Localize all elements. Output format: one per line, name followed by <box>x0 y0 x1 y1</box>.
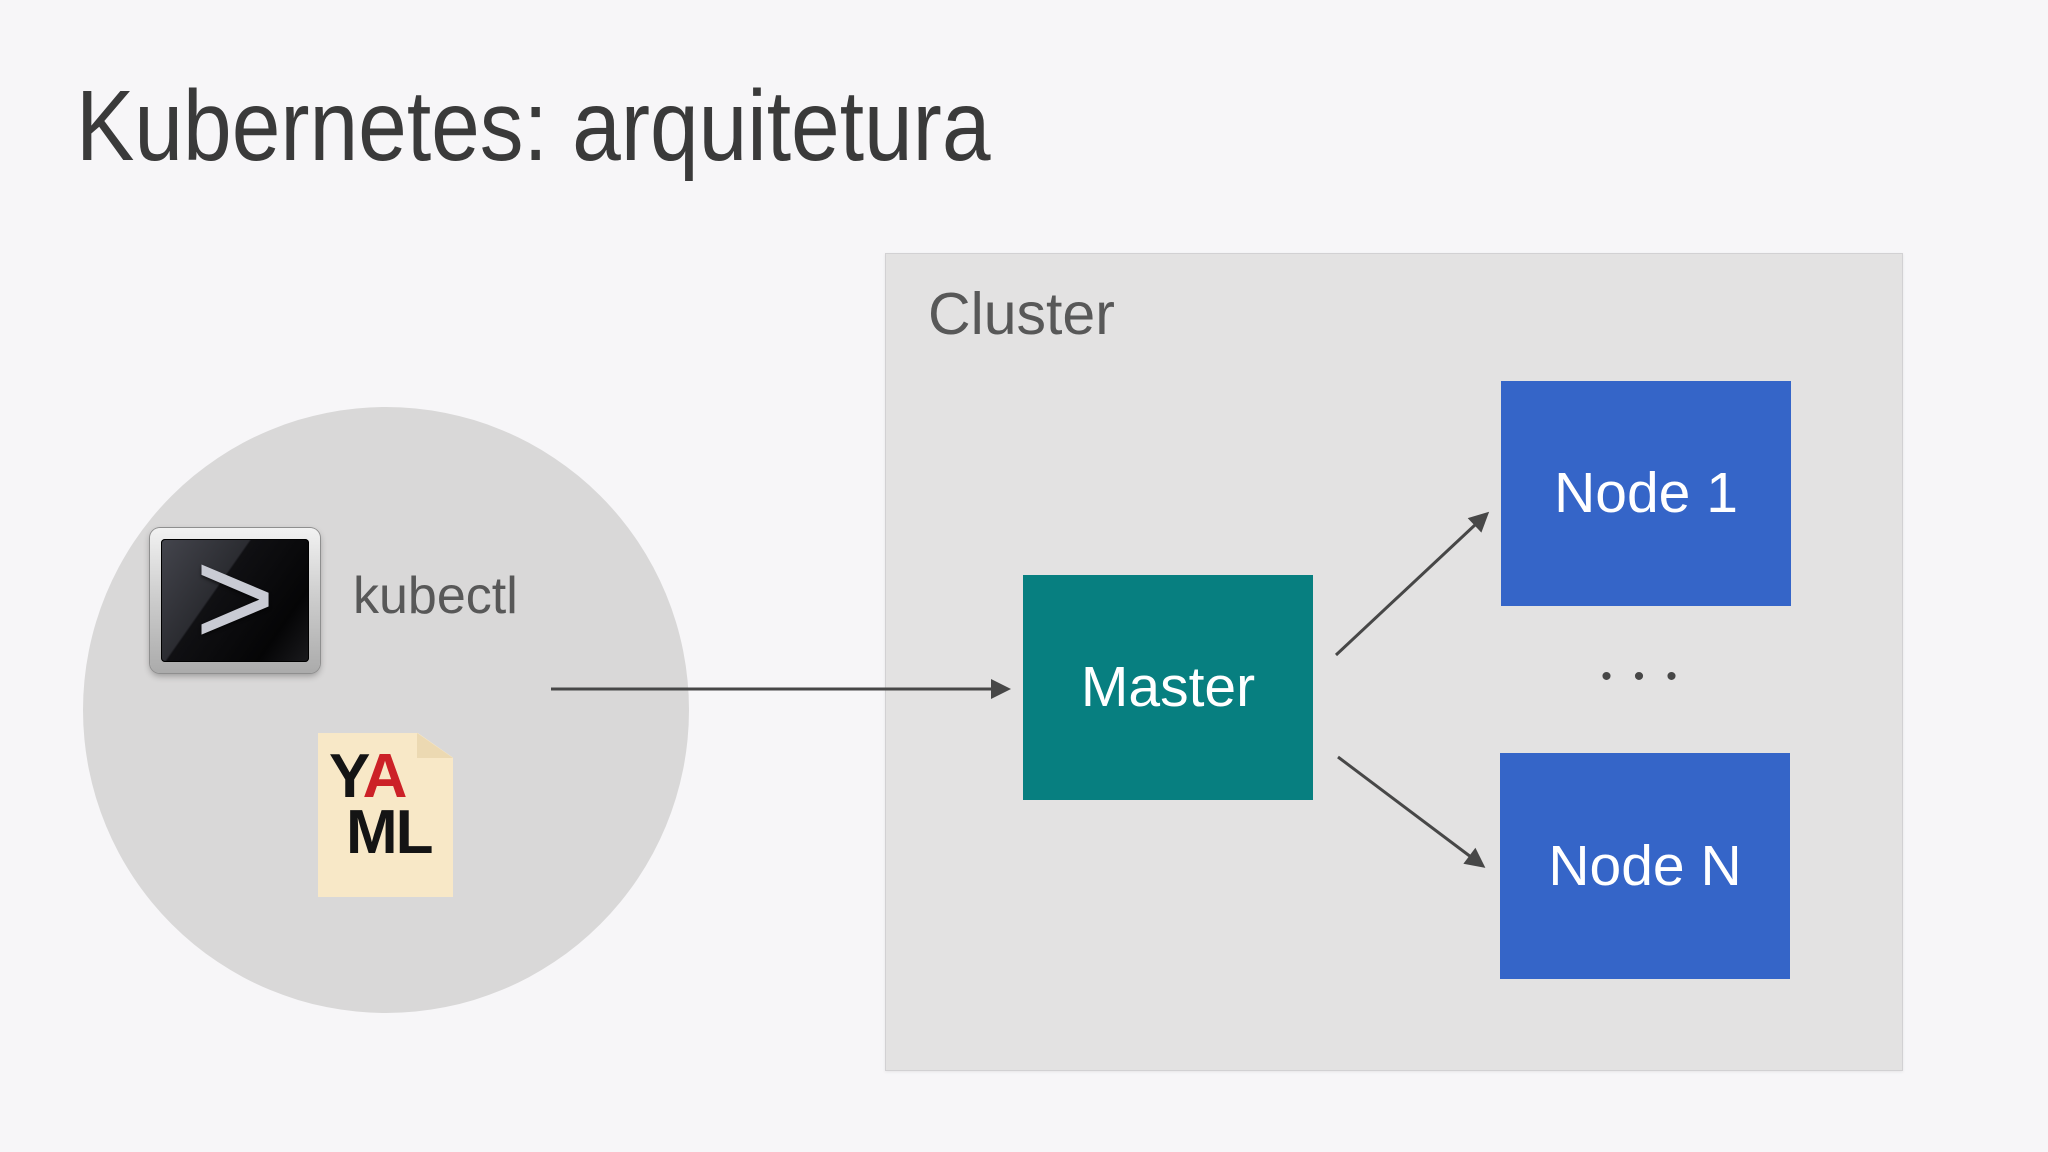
node-1-box: Node 1 <box>1501 381 1791 606</box>
nodes-ellipsis: ••• <box>1601 660 1699 693</box>
master-box: Master <box>1023 575 1313 800</box>
cluster-label: Cluster <box>928 281 1115 347</box>
yaml-file-icon: YA ML <box>318 733 453 897</box>
node-1-label: Node 1 <box>1554 461 1738 525</box>
kubectl-label: kubectl <box>353 567 518 625</box>
terminal-icon: > <box>150 528 320 673</box>
yaml-logo-text: YA ML <box>318 742 453 867</box>
terminal-screen: > <box>161 529 309 667</box>
node-n-label: Node N <box>1548 833 1742 898</box>
node-n-box: Node N <box>1500 753 1790 979</box>
page-title: Kubernetes: arquitetura <box>76 70 991 182</box>
master-label: Master <box>1080 655 1256 719</box>
yaml-line-2: ML <box>346 797 434 867</box>
client-group-circle <box>83 407 689 1013</box>
yaml-line-1: YA <box>329 742 407 811</box>
